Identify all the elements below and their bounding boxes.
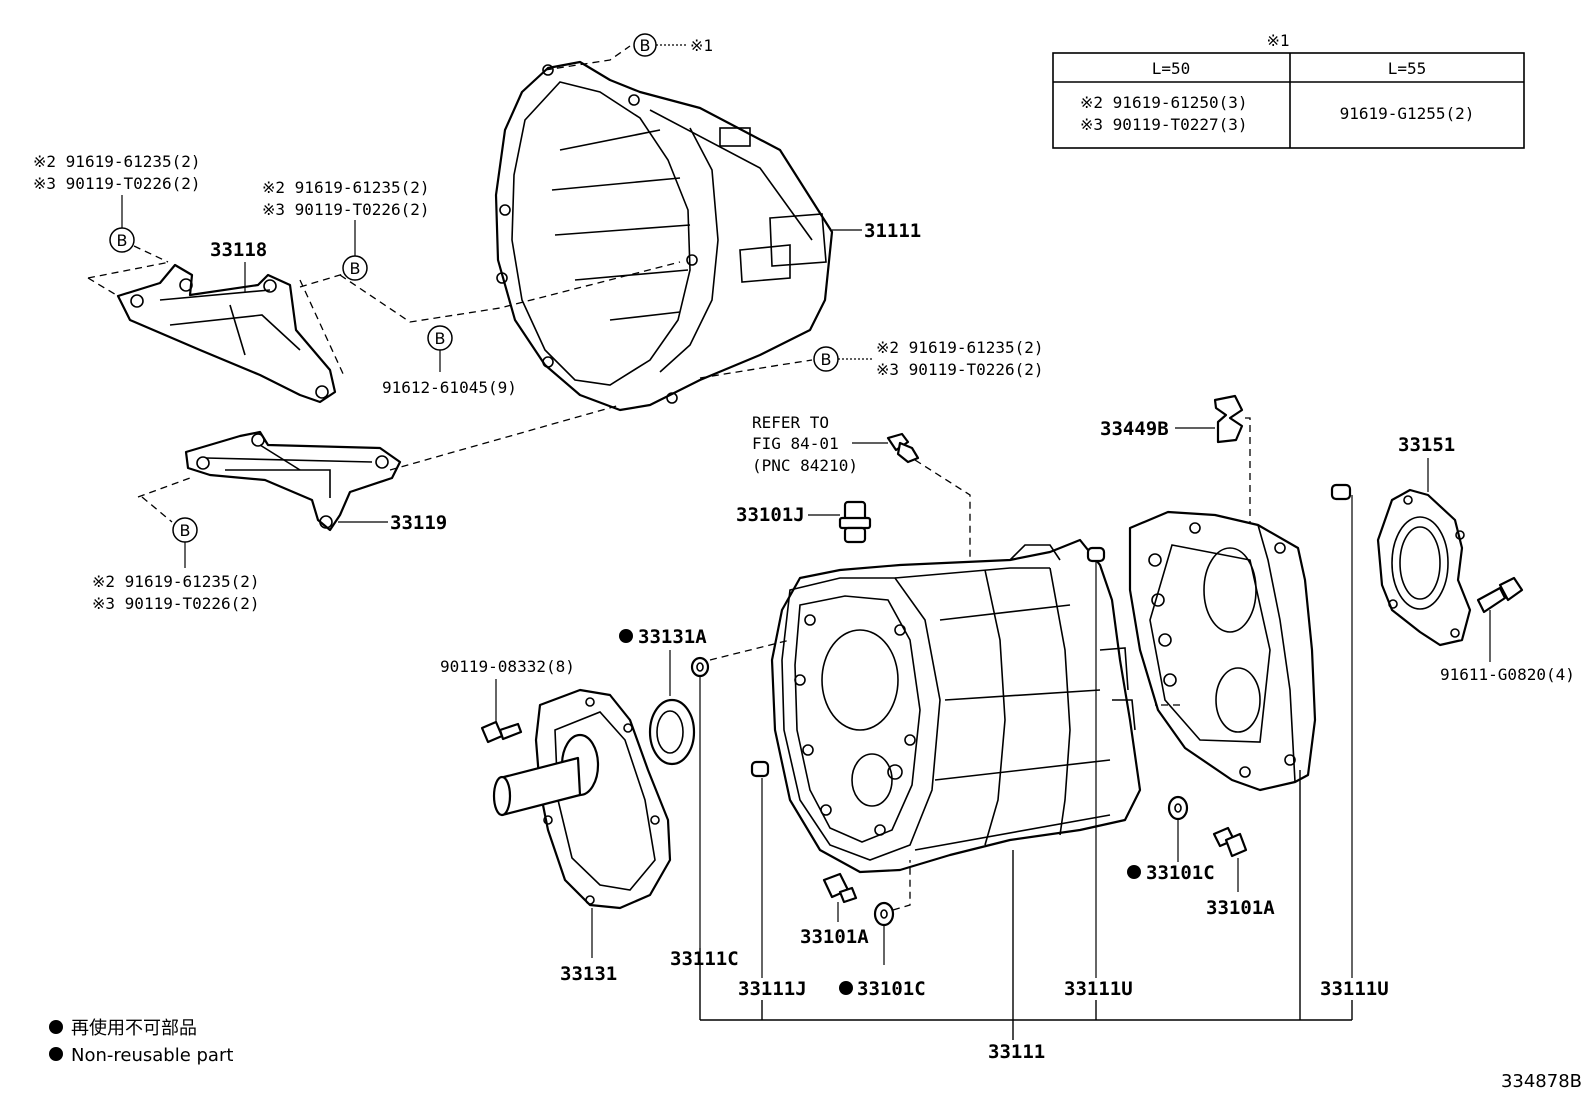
plug-33101a-right: 33101A	[1206, 826, 1275, 919]
bolt-90119-08332: 90119-08332(8)	[440, 657, 575, 744]
label-91612: 91612-61045(9)	[382, 378, 517, 397]
bolt-91611: 91611-G0820(4)	[1440, 576, 1575, 684]
label-33151: 33151	[1398, 434, 1455, 456]
transmission-case-33111	[770, 538, 1142, 874]
bolt-b-91612: B 91612-61045(9)	[339, 261, 681, 397]
note-right-2: ※3 90119-T0226(2)	[876, 360, 1044, 379]
bracket-33119: 33119	[137, 404, 621, 534]
label-33101c-right: 33101C	[1146, 862, 1215, 884]
note-topleft-2: ※3 90119-T0226(2)	[33, 174, 201, 193]
bolt-b-topleft: ※2 91619-61235(2) ※3 90119-T0226(2) B	[33, 152, 201, 263]
label-33101a-right: 33101A	[1206, 897, 1275, 919]
label-33101a-bottom: 33101A	[800, 926, 869, 948]
note-right-1: ※2 91619-61235(2)	[876, 338, 1044, 357]
bolt-letter-b-top: B	[640, 36, 651, 55]
bolt-length-table: ※1 L=50 L=55 ※2 91619-61250(3) ※3 90119-…	[1052, 31, 1525, 149]
dowel-33111u-left: 33111U	[1064, 546, 1133, 1000]
label-33101j: 33101J	[736, 504, 805, 526]
refer-line2: FIG 84-01	[752, 434, 839, 453]
extension-housing	[1128, 510, 1317, 792]
label-33111u-right: 33111U	[1320, 978, 1389, 1000]
bracket-33118: 33118	[87, 239, 351, 404]
note-topleft-1: ※2 91619-61235(2)	[33, 152, 201, 171]
bolt-b-mid: ※2 91619-61235(2) ※3 90119-T0226(2) B	[262, 178, 430, 281]
legend-jp: 再使用不可部品	[71, 1018, 197, 1039]
ring-33111c: 33111C	[670, 639, 791, 970]
bolt-b-right: B ※2 91619-61235(2) ※3 90119-T0226(2)	[699, 338, 1044, 379]
bolt-b-lower: B ※2 91619-61235(2) ※3 90119-T0226(2)	[92, 496, 260, 613]
table-title: ※1	[1266, 31, 1289, 50]
bolt-letter-b-lower: B	[180, 521, 191, 540]
legend: 再使用不可部品 Non-reusable part	[49, 1018, 233, 1066]
label-90119-08332: 90119-08332(8)	[440, 657, 575, 676]
retainer-33151: 33151	[1376, 434, 1472, 647]
note-ref-top: ※1	[690, 36, 713, 55]
bolt-letter-b-topleft: B	[117, 231, 128, 250]
label-33119: 33119	[390, 512, 447, 534]
plug-33101a-bottom: 33101A	[800, 872, 869, 948]
label-31111: 31111	[864, 220, 921, 242]
note-mid-2: ※3 90119-T0226(2)	[262, 200, 430, 219]
washer-33101c-right: 33101C	[1127, 795, 1215, 884]
washer-33101c-bottom: 33101C	[839, 860, 926, 1000]
note-lower-2: ※3 90119-T0226(2)	[92, 594, 260, 613]
dowel-33111u-right: 33111U	[1320, 483, 1389, 1000]
table-header-l55: L=55	[1388, 59, 1427, 78]
label-33131: 33131	[560, 963, 617, 985]
bolt-letter-b-right: B	[821, 350, 832, 369]
bolt-letter-b-mid: B	[350, 259, 361, 278]
front-cover-33131: 33131	[492, 688, 672, 985]
refer-line1: REFER TO	[752, 413, 829, 432]
bolt-letter-b-91612: B	[435, 329, 446, 348]
label-33111j: 33111J	[738, 978, 807, 1000]
oil-seal-33131a: 33131A	[619, 626, 707, 766]
table-l50-line2: ※3 90119-T0227(3)	[1080, 115, 1248, 134]
table-header-l50: L=50	[1152, 59, 1191, 78]
refer-line3: (PNC 84210)	[752, 456, 858, 475]
legend-en: Non-reusable part	[71, 1045, 233, 1066]
label-33449b: 33449B	[1100, 418, 1169, 440]
label-33101c-bottom: 33101C	[857, 978, 926, 1000]
drawing-number: 334878B	[1501, 1071, 1582, 1092]
bolt-b-top: B ※1	[544, 33, 713, 71]
reference-switch: REFER TO FIG 84-01 (PNC 84210)	[752, 413, 971, 565]
label-33131a: 33131A	[638, 626, 707, 648]
label-33111-bottom: 33111	[988, 1041, 1045, 1063]
plug-33101j: 33101J	[736, 500, 872, 544]
pin-33111j: 33111J	[738, 760, 807, 1000]
label-91611: 91611-G0820(4)	[1440, 665, 1575, 684]
note-mid-1: ※2 91619-61235(2)	[262, 178, 430, 197]
group-bracket-33111: 33111	[699, 770, 1353, 1063]
label-33111u-left: 33111U	[1064, 978, 1133, 1000]
table-l55-value: 91619-G1255(2)	[1340, 104, 1475, 123]
note-lower-1: ※2 91619-61235(2)	[92, 572, 260, 591]
label-33111c: 33111C	[670, 948, 739, 970]
label-33118: 33118	[210, 239, 267, 261]
table-l50-line1: ※2 91619-61250(3)	[1080, 93, 1248, 112]
clutch-housing-31111: 31111	[494, 60, 921, 412]
